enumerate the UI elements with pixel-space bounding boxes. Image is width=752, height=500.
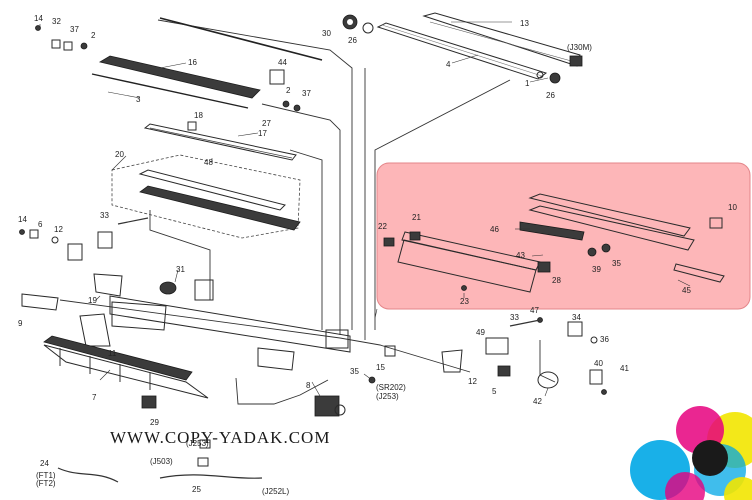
callout-21: 21 [412, 213, 421, 222]
callout-j30m: (J30M) [567, 43, 592, 52]
callout-39: 39 [592, 265, 601, 274]
callout-13: 13 [520, 19, 529, 28]
part-30-gear [342, 14, 358, 30]
callout-12b: 12 [468, 377, 477, 386]
callout-34: 34 [572, 313, 581, 322]
callout-43: 43 [516, 251, 525, 260]
callout-37b: 37 [302, 89, 311, 98]
callout-32: 32 [52, 17, 61, 26]
callout-8: 8 [306, 381, 311, 390]
cmyk-circles-logo [630, 406, 752, 500]
callout-14b: 14 [18, 215, 27, 224]
part-17-plate [143, 123, 297, 161]
callout-17: 17 [258, 129, 267, 138]
callout-16: 16 [188, 58, 197, 67]
callout-40: 40 [594, 359, 603, 368]
callout-11: 11 [108, 349, 117, 358]
right-lower-parts [441, 317, 607, 395]
part-48-plate [138, 169, 301, 231]
callout-2: 2 [91, 31, 96, 40]
callout-3: 3 [136, 95, 141, 104]
callout-26b: 26 [546, 91, 555, 100]
callout-ft2: (FT2) [36, 479, 56, 488]
callout-33: 33 [100, 211, 109, 220]
callout-ft1: (FT1) [36, 471, 56, 480]
callout-22: 22 [378, 222, 387, 231]
callout-45: 45 [682, 286, 691, 295]
callout-24: 24 [40, 459, 49, 468]
callout-27: 27 [262, 119, 271, 128]
callout-12: 12 [54, 225, 63, 234]
part-44-bracket [269, 69, 301, 112]
callout-18: 18 [194, 111, 203, 120]
callout-46: 46 [490, 225, 499, 234]
callout-36: 36 [600, 335, 609, 344]
part-16-guide [91, 55, 261, 109]
callout-31: 31 [176, 265, 185, 274]
callout-48: 48 [204, 158, 213, 167]
callout-44: 44 [278, 58, 287, 67]
callout-23: 23 [460, 297, 469, 306]
callout-30: 30 [322, 29, 331, 38]
callout-25: 25 [192, 485, 201, 494]
part-18-clip [187, 121, 197, 131]
callout-10: 10 [728, 203, 737, 212]
callout-42: 42 [533, 397, 542, 406]
callout-j503: (J503) [150, 457, 173, 466]
part-8-motor [314, 345, 396, 417]
callout-leaders [39, 21, 691, 397]
part-4-roller [376, 22, 548, 80]
callout-41: 41 [620, 364, 629, 373]
callout-33b: 33 [510, 313, 519, 322]
callout-6: 6 [38, 220, 43, 229]
callout-j253: (J253) [376, 392, 399, 401]
watermark-text: WWW.COPY-YADAK.COM [110, 428, 330, 447]
left-small-parts [19, 25, 149, 261]
callout-4: 4 [446, 60, 451, 69]
part-26-bearing [362, 22, 561, 84]
part-13-bracket [422, 12, 583, 67]
callout-15: 15 [376, 363, 385, 372]
callout-47: 47 [530, 306, 539, 315]
part-7-guide [43, 335, 209, 399]
callout-sr202: (SR202) [376, 383, 406, 392]
rod-top [159, 17, 323, 61]
callout-j252l: (J252L) [262, 487, 289, 496]
highlight-assembly-parts [383, 193, 725, 293]
callout-2b: 2 [286, 86, 291, 95]
cable-harness [57, 439, 263, 483]
callout-1: 1 [525, 79, 530, 88]
center-frame [109, 295, 351, 371]
callout-9: 9 [18, 319, 23, 328]
callout-7: 7 [92, 393, 97, 402]
dashed-group-20 [111, 154, 301, 239]
callouts: 14 32 37 2 30 26 13 (J30M) 4 1 26 16 44 … [18, 14, 737, 496]
callout-35: 35 [350, 367, 359, 376]
frame-lines [59, 19, 556, 405]
callout-j253b: (J253) [186, 439, 209, 448]
callout-20: 20 [115, 150, 124, 159]
callout-5: 5 [492, 387, 497, 396]
callout-29: 29 [150, 418, 159, 427]
part-31-roller [159, 279, 214, 301]
callout-49: 49 [476, 328, 485, 337]
callout-26: 26 [348, 36, 357, 45]
callout-14: 14 [34, 14, 43, 23]
callout-28: 28 [552, 276, 561, 285]
callout-19: 19 [88, 296, 97, 305]
callout-35b: 35 [612, 259, 621, 268]
part-29-label [141, 395, 157, 409]
part-19-bracket [21, 273, 123, 311]
part-11-cover [79, 301, 167, 347]
callout-37: 37 [70, 25, 79, 34]
